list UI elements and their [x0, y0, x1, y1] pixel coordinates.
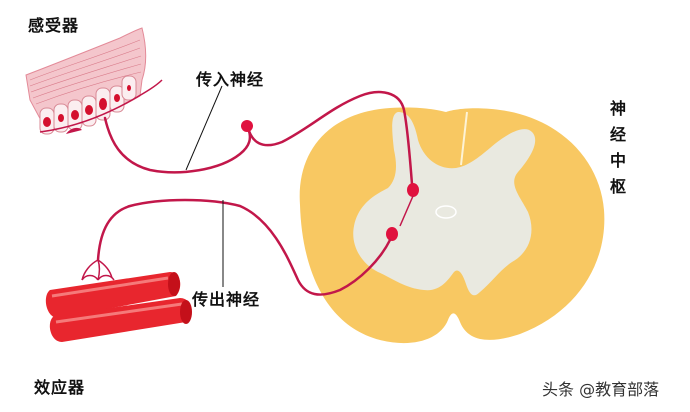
muscle-bundle [45, 272, 192, 342]
efferent-nerve-label: 传出神经 [192, 290, 261, 309]
nerve-center-char-2: 经 [610, 125, 627, 144]
receptor-label: 感受器 [28, 16, 80, 35]
watermark: 头条 @教育部落 [542, 380, 660, 399]
sensory-neuron-body [241, 120, 253, 132]
nerve-center-char-3: 中 [610, 151, 627, 170]
spinal-cord [299, 107, 605, 344]
motor-neuron-body [386, 227, 398, 241]
nerve-center-char-4: 枢 [610, 177, 627, 196]
nerve-center-label: 神 经 中 枢 [610, 96, 630, 200]
efferent-nerve-path [96, 198, 392, 296]
receptor-tissue [25, 27, 163, 135]
nerve-center-char-1: 神 [610, 99, 627, 118]
afferent-nerve-path [103, 90, 414, 186]
gray-matter [353, 112, 536, 296]
central-canal [435, 205, 457, 219]
afferent-nerve-label: 传入神经 [196, 70, 265, 89]
effector-label: 效应器 [34, 378, 86, 397]
afferent-leader-line [185, 85, 223, 171]
dorsal-fissure [460, 111, 468, 166]
motor-end-plates [81, 259, 115, 281]
interneuron-body [407, 183, 419, 197]
